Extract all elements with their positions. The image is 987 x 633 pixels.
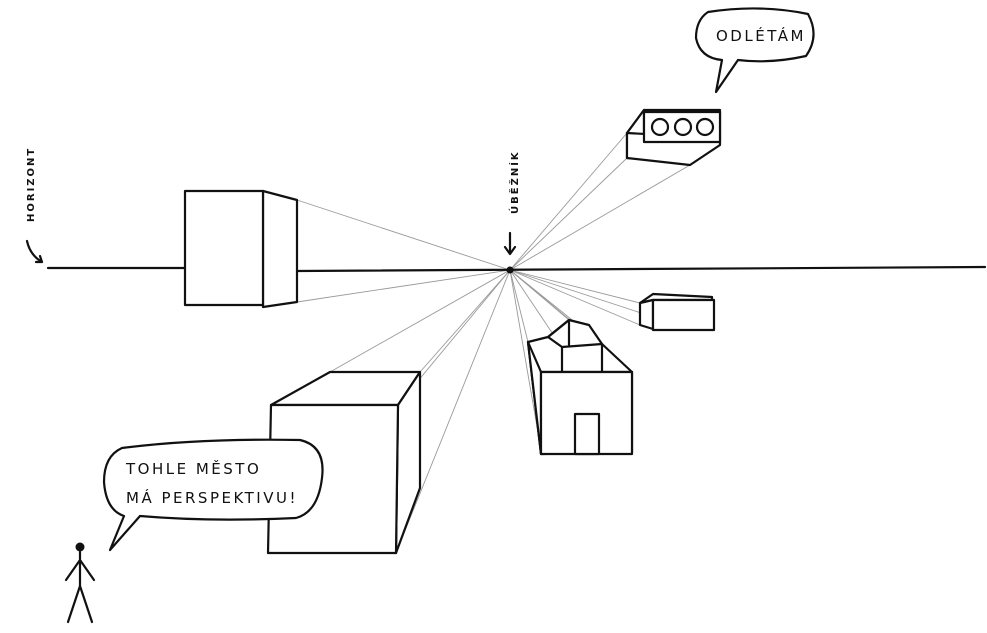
house bbox=[526, 318, 634, 456]
house-door bbox=[573, 412, 601, 456]
bubble-plane-text: ODLÉTÁM bbox=[716, 26, 806, 45]
bubble-person: TOHLE MĚSTO MÁ PERSPEKTIVU! bbox=[102, 438, 324, 552]
vanishing-point-dot bbox=[506, 266, 514, 274]
stick-figure bbox=[64, 542, 96, 624]
window-circle bbox=[673, 117, 693, 137]
vanishing-point-label: ÚBĚŽNÍK bbox=[508, 150, 521, 214]
window-circle bbox=[695, 117, 715, 137]
box-horizon-left bbox=[183, 189, 299, 309]
bubble-plane: ODLÉTÁM bbox=[694, 7, 815, 94]
horizon-line bbox=[46, 265, 987, 273]
bubble-person-line2: MÁ PERSPEKTIVU! bbox=[126, 488, 298, 507]
bubble-person-line1: TOHLE MĚSTO bbox=[125, 459, 261, 478]
window-circle bbox=[650, 117, 670, 137]
vanishing-point-arrow bbox=[503, 231, 517, 256]
horizon-arrow bbox=[25, 239, 44, 264]
box-small-right bbox=[638, 292, 716, 332]
flying-box bbox=[625, 108, 722, 167]
horizon-label: HORIZONT bbox=[26, 147, 37, 222]
